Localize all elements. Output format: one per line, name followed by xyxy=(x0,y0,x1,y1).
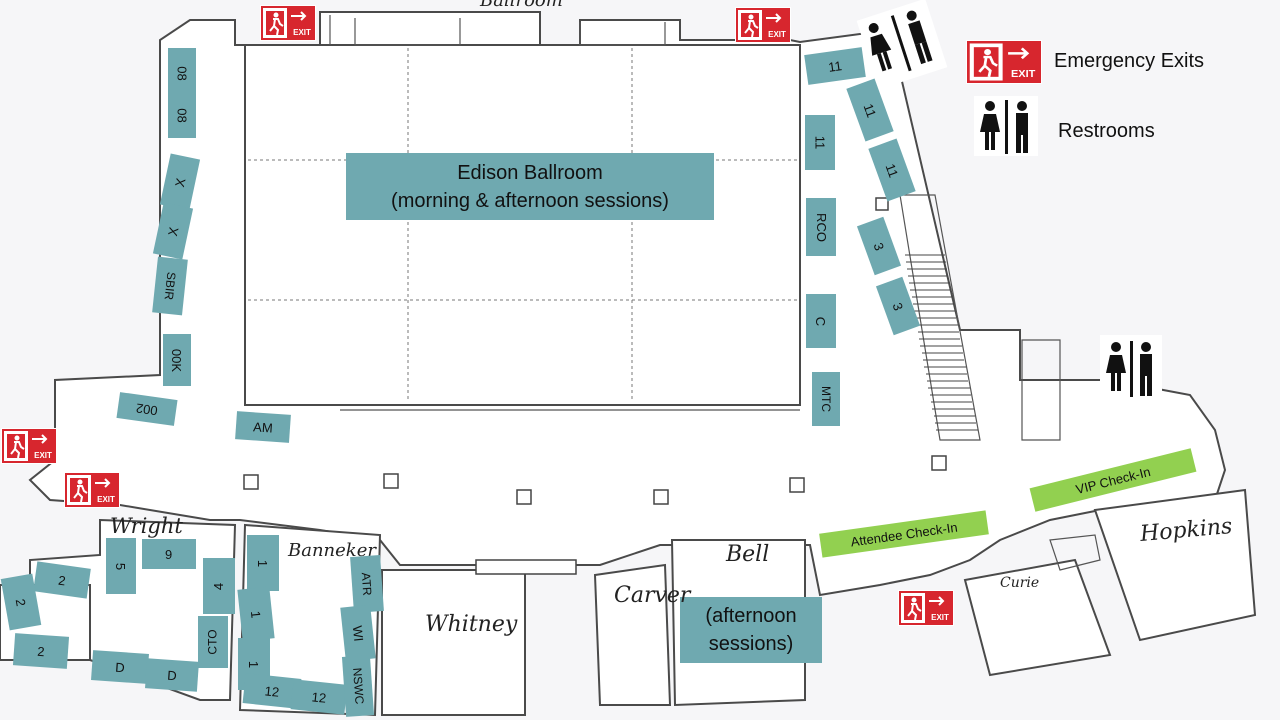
booth-label: CTO xyxy=(206,629,220,655)
booth-label: 002 xyxy=(135,400,159,418)
afternoon-sessions-banner: (afternoon sessions) xyxy=(680,597,822,663)
booth-label: 12 xyxy=(264,682,280,700)
emergency-exit-icon: EXIT xyxy=(898,590,954,626)
room-label-banneker: Banneker xyxy=(288,540,376,561)
booth-label: RCO xyxy=(813,212,829,242)
booth: 5 xyxy=(106,538,136,594)
legend-restroom-icon xyxy=(974,96,1038,156)
booth: MTC xyxy=(812,372,840,426)
legend-exits-label: Emergency Exits xyxy=(1054,50,1205,72)
booth: D xyxy=(145,658,199,692)
booth: 08 xyxy=(168,48,196,98)
room-label-carver: Carver xyxy=(614,583,691,608)
afternoon-sessions-line2: sessions) xyxy=(708,633,794,655)
booth: AM xyxy=(235,411,291,443)
booth-label: WI xyxy=(349,624,367,642)
booth-label: X xyxy=(171,176,189,188)
booth-label: X xyxy=(164,225,182,237)
booth: D xyxy=(91,650,149,684)
edison-ballroom-title: Edison Ballroom xyxy=(457,161,603,184)
exit-sign-text: EXIT xyxy=(34,451,52,460)
booth: 6 xyxy=(142,539,196,569)
booth: SBIR xyxy=(152,256,188,316)
booth-label: 6 xyxy=(165,546,173,562)
emergency-exit-icon: EXIT xyxy=(64,472,120,508)
room-label-wright: Wright xyxy=(110,514,183,538)
booth-label: AM xyxy=(252,418,274,436)
emergency-exit-icon: EXIT xyxy=(1,428,57,464)
booth: 1 xyxy=(247,535,279,591)
legend-restrooms-label: Restrooms xyxy=(1058,120,1155,142)
booth: RCO xyxy=(806,198,836,256)
booth-label: 00K xyxy=(169,348,185,372)
booth: WI xyxy=(340,604,376,662)
booth-label: 12 xyxy=(311,688,327,706)
booth-label: 2 xyxy=(57,572,67,588)
booth: 2 xyxy=(12,633,70,669)
exit-sign-text: EXIT xyxy=(931,613,949,622)
booth-label: 11 xyxy=(827,57,843,75)
booth: 4 xyxy=(203,558,235,614)
booth-label: 11 xyxy=(812,135,828,150)
booth-label: NSWC xyxy=(349,667,367,705)
restroom-icon xyxy=(1100,335,1162,401)
edison-ballroom-banner: Edison Ballroom (morning & afternoon ses… xyxy=(346,153,714,220)
booth-label: 11 xyxy=(882,161,902,179)
booth-label: C xyxy=(813,316,829,326)
booth: 1 xyxy=(237,586,275,642)
restroom-icon xyxy=(856,0,948,90)
room-label-curie: Curie xyxy=(1000,575,1040,591)
edison-ballroom-subtitle: (morning & afternoon sessions) xyxy=(391,189,669,212)
booth-label: 3 xyxy=(870,240,888,252)
room-label-whitney: Whitney xyxy=(425,612,518,637)
booth-label: 4 xyxy=(211,582,227,590)
booth-label: SBIR xyxy=(161,271,179,301)
exit-sign-text: EXIT xyxy=(97,495,115,504)
booth: C xyxy=(806,294,836,348)
emergency-exit-icon: EXIT xyxy=(260,5,316,41)
booth: 11 xyxy=(805,115,835,170)
booth-label: D xyxy=(114,659,126,675)
booth-label: 1 xyxy=(255,559,271,567)
legend-exit-icon: EXIT xyxy=(966,40,1042,84)
booth-label: 1 xyxy=(246,660,262,668)
booth-label: 5 xyxy=(113,562,129,570)
booth: 00K xyxy=(163,334,191,386)
booth-label: 11 xyxy=(860,101,880,119)
booth-label: 1 xyxy=(248,609,264,619)
booth-label: 2 xyxy=(12,597,30,607)
booth-label: MTC xyxy=(819,386,833,412)
exit-sign-text: EXIT xyxy=(1011,69,1036,79)
emergency-exit-icon: EXIT xyxy=(735,7,791,43)
booth-label: ATR xyxy=(359,571,375,597)
booth-label: 08 xyxy=(174,107,190,123)
booth: 08 xyxy=(168,92,196,138)
booth: 12 xyxy=(290,679,348,715)
afternoon-sessions-line1: (afternoon xyxy=(705,605,797,627)
booth-label: 2 xyxy=(36,643,46,659)
exit-sign-text: EXIT xyxy=(768,30,786,39)
room-label-top: Ballroom xyxy=(480,0,563,11)
booth: NSWC xyxy=(341,655,375,717)
booth-label: 3 xyxy=(889,300,907,312)
booth-label: D xyxy=(166,667,178,683)
booth: CTO xyxy=(198,616,228,668)
booth-label: 08 xyxy=(174,65,190,81)
room-label-bell: Bell xyxy=(726,542,770,567)
exit-sign-text: EXIT xyxy=(293,28,311,37)
